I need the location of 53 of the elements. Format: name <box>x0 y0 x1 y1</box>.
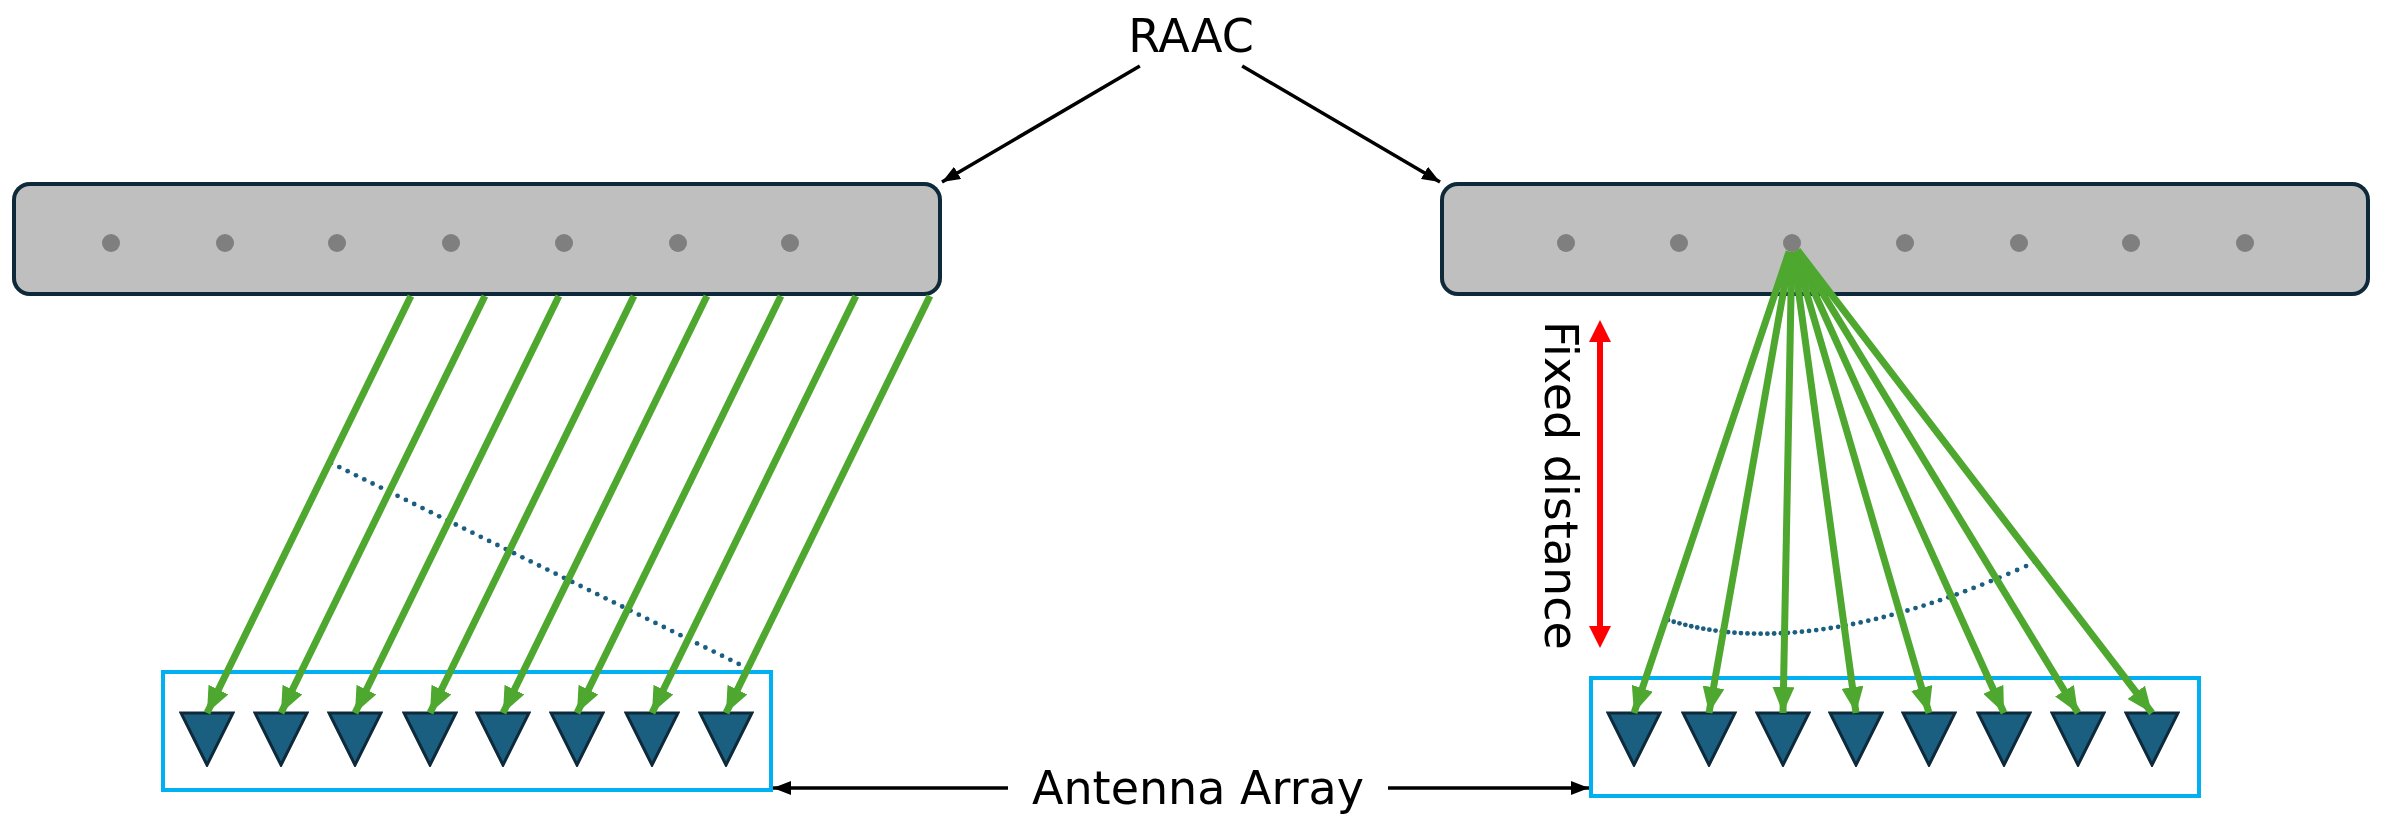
arrow <box>1792 249 2008 715</box>
port-dot <box>2010 234 2028 252</box>
port-dot <box>1783 234 1801 252</box>
antenna-triangle <box>327 711 383 767</box>
port-dot <box>1896 234 1914 252</box>
arrow <box>426 294 638 715</box>
port-dot <box>2236 234 2254 252</box>
antenna-triangle <box>1976 711 2032 767</box>
port-dot <box>328 234 346 252</box>
arrow <box>277 294 489 715</box>
port-dot <box>102 234 120 252</box>
arrow <box>351 294 563 715</box>
port-dot <box>781 234 799 252</box>
antenna-triangle <box>549 711 605 767</box>
node-label: RAAC <box>1111 6 1271 66</box>
arrow <box>941 64 1141 184</box>
arrow <box>573 294 785 715</box>
antenna-triangle <box>698 711 754 767</box>
port-dot <box>1670 234 1688 252</box>
port-dot <box>442 234 460 252</box>
arrow <box>1791 250 1933 714</box>
arrow <box>722 294 934 715</box>
antenna-triangle <box>179 711 235 767</box>
antenna-triangle <box>1828 711 1884 767</box>
antenna-triangle <box>624 711 680 767</box>
arrow <box>499 294 711 715</box>
antenna-triangle <box>1681 711 1737 767</box>
antenna-triangle <box>2124 711 2180 767</box>
port-dot <box>1557 234 1575 252</box>
arrow <box>1241 64 1441 184</box>
array-frame <box>161 670 773 792</box>
rail-bar <box>1440 182 2370 296</box>
arrow <box>1794 248 2155 716</box>
antenna-triangle <box>1901 711 1957 767</box>
antenna-triangle <box>475 711 531 767</box>
port-dot <box>216 234 234 252</box>
arrow <box>1793 248 2081 715</box>
arrow <box>203 294 415 715</box>
antenna-triangle <box>1606 711 1662 767</box>
dimension-label: Fixed distance <box>1536 319 1586 652</box>
rail-bar <box>12 182 942 296</box>
node-label: Antenna Array <box>1008 758 1388 818</box>
arrow <box>1388 781 1589 795</box>
antenna-triangle <box>1755 711 1811 767</box>
antenna-triangle <box>253 711 309 767</box>
antenna-triangle <box>2050 711 2106 767</box>
port-dot <box>555 234 573 252</box>
antenna-triangle <box>402 711 458 767</box>
port-dot <box>2122 234 2140 252</box>
array-frame <box>1589 676 2201 798</box>
port-dot <box>669 234 687 252</box>
arrow <box>773 781 1008 795</box>
arrow <box>648 294 860 715</box>
